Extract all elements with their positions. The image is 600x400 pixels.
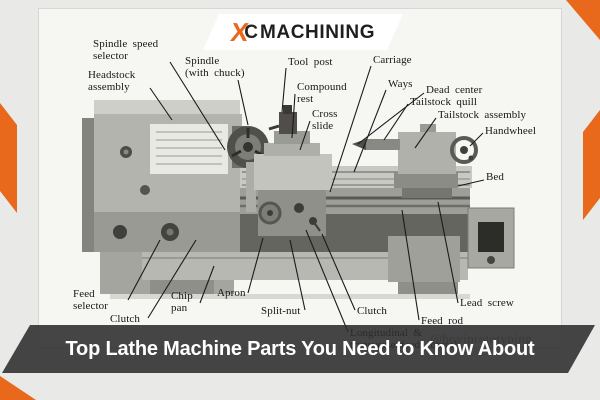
- part-label-handwheel: Handwheel: [485, 125, 536, 137]
- part-label-feed-rod: Feed rod: [421, 315, 464, 327]
- logo-wordmark: MACHINING: [259, 21, 376, 43]
- banner-title: Top Lathe Machine Parts You Need to Know…: [65, 338, 535, 360]
- part-label-carriage: Carriage: [373, 54, 412, 66]
- part-label-dead-center: Dead center: [426, 84, 483, 96]
- logo-c-mark: C: [244, 21, 258, 43]
- part-label-apron: Apron: [217, 287, 246, 299]
- title-banner: Top Lathe Machine Parts You Need to Know…: [2, 325, 595, 373]
- part-label-compound-rest: Compound rest: [297, 81, 347, 105]
- part-label-tailstock-quill: Tailstock quill: [410, 96, 478, 108]
- part-label-lead-screw: Lead screw: [460, 297, 514, 309]
- part-label-spindle-speed-selector: Spindle speed selector: [93, 38, 159, 62]
- part-label-cross-slide: Cross slide: [312, 108, 338, 132]
- part-label-tool-post: Tool post: [288, 56, 333, 68]
- part-label-clutch-left: Clutch: [110, 313, 140, 325]
- part-label-feed-selector: Feed selector: [73, 288, 109, 312]
- part-label-split-nut: Split-nut: [261, 305, 301, 317]
- logo-band: X C MACHINING: [203, 14, 403, 50]
- logo-x-mark: X: [228, 17, 251, 47]
- part-label-spindle-with-chuck: Spindle (with chuck): [185, 55, 245, 79]
- part-label-clutch-mid: Clutch: [357, 305, 387, 317]
- part-label-ways: Ways: [388, 78, 413, 90]
- part-label-tailstock-assembly: Tailstock assembly: [438, 109, 527, 121]
- part-label-chip-pan: Chip pan: [171, 290, 193, 314]
- part-label-bed: Bed: [486, 171, 505, 183]
- part-label-headstock-assembly: Headstock assembly: [88, 69, 136, 93]
